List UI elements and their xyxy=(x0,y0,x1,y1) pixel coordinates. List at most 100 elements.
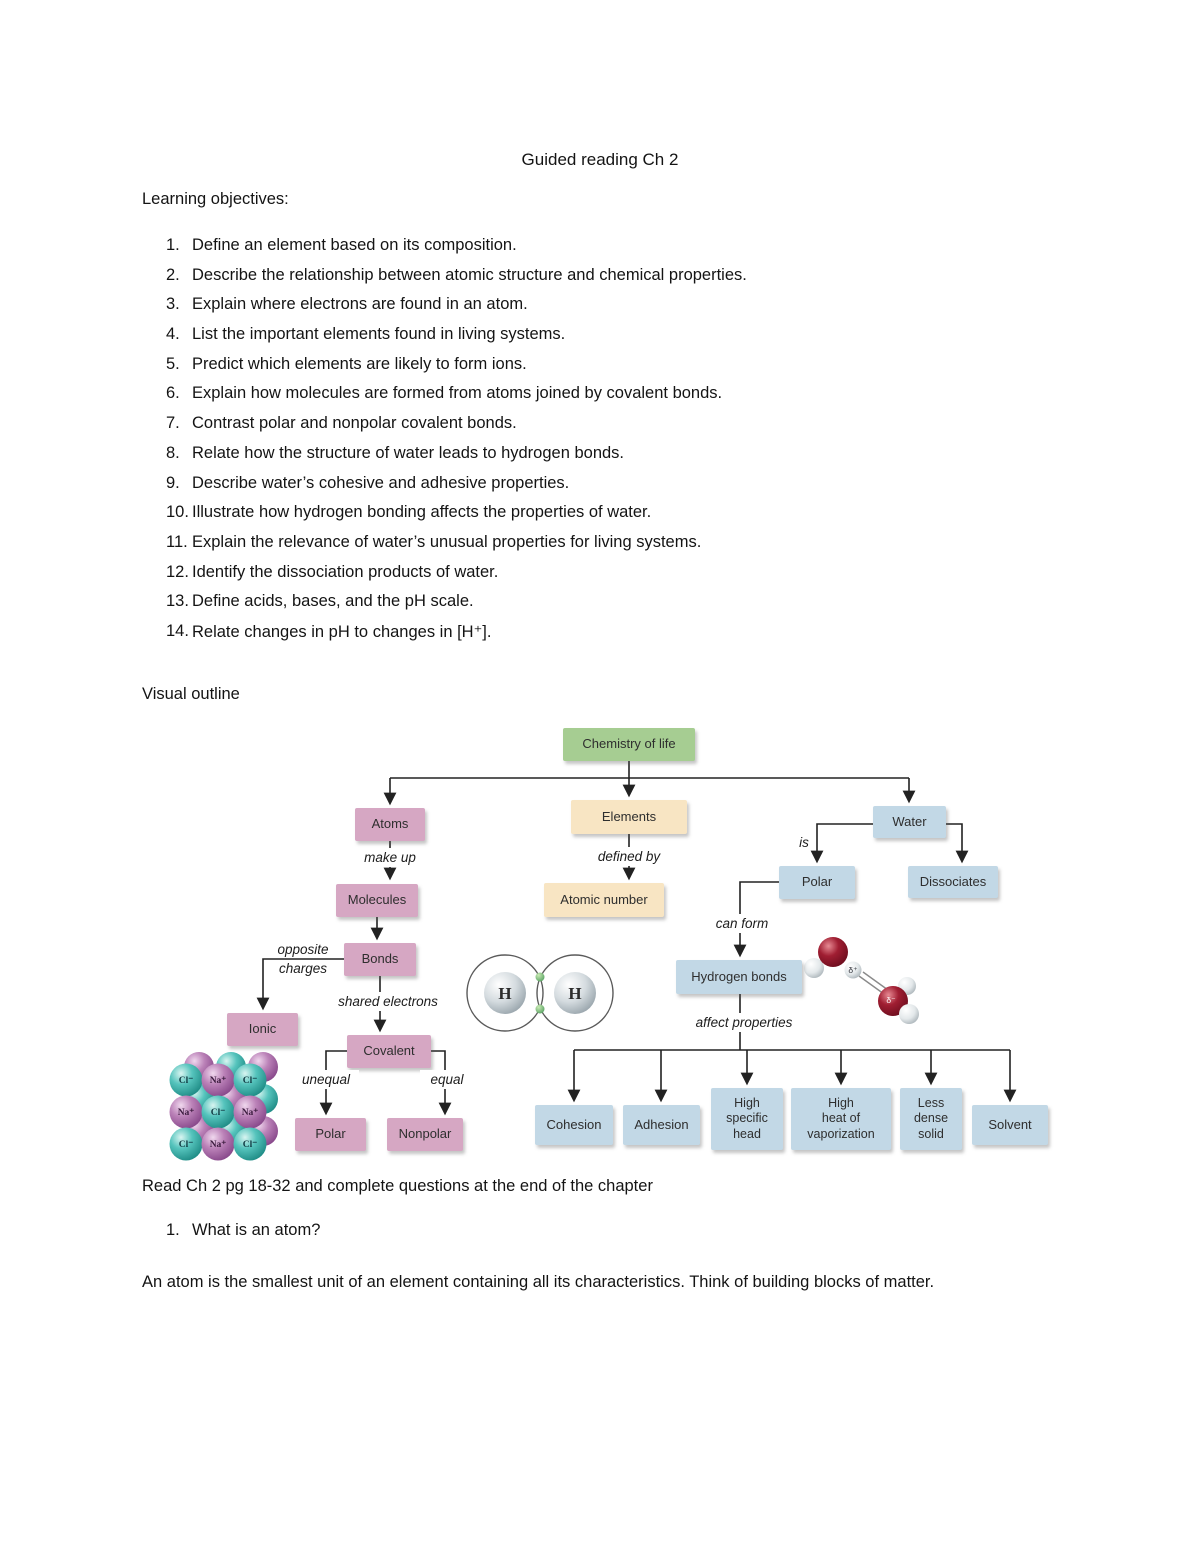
node-polar-water: Polar xyxy=(779,866,855,899)
objective-item: 4. List the important elements found in l… xyxy=(166,325,747,355)
ion-label: Na⁺ xyxy=(210,1076,227,1086)
shared-electron-top xyxy=(535,972,545,982)
objective-text: Contrast polar and nonpolar covalent bon… xyxy=(192,414,517,433)
hydrogen-sphere xyxy=(899,1004,919,1024)
objective-number: 5. xyxy=(166,354,180,373)
node-adhesion: Adhesion xyxy=(623,1105,700,1145)
objective-number: 11. xyxy=(166,532,188,551)
objective-item: 14.Relate changes in pH to changes in [H… xyxy=(166,622,747,652)
delta-plus-label: δ⁺ xyxy=(848,965,858,975)
hydrogen-label: H xyxy=(498,984,511,1003)
objective-text: Define acids, bases, and the pH scale. xyxy=(192,592,474,611)
objective-text: Define an element based on its compositi… xyxy=(192,236,517,254)
node-ionic: Ionic xyxy=(227,1013,298,1046)
node-less-dense-solid: Less dense solid xyxy=(900,1088,962,1150)
ion-label: Cl⁻ xyxy=(211,1108,226,1118)
page-title: Guided reading Ch 2 xyxy=(521,150,679,169)
question-number: 1. xyxy=(166,1221,180,1239)
node-molecules: Molecules xyxy=(336,884,418,917)
crystal-back-layer xyxy=(184,1052,278,1146)
oxygen-sphere xyxy=(818,937,848,967)
node-elements: Elements xyxy=(571,800,687,834)
read-instruction: Read Ch 2 pg 18-32 and complete question… xyxy=(142,1177,653,1195)
objective-item: 11.Explain the relevance of water’s unus… xyxy=(166,533,747,563)
edge-label-opposite-charges: opposite charges xyxy=(277,942,329,976)
edge-label-defined-by: defined by xyxy=(584,847,674,866)
objective-number: 4. xyxy=(166,325,180,344)
objective-item: 8.Relate how the structure of water lead… xyxy=(166,444,747,474)
objective-text: Identify the dissociation products of wa… xyxy=(192,562,499,581)
oxygen-sphere xyxy=(878,986,908,1016)
objective-text: Describe water’s cohesive and adhesive p… xyxy=(192,473,570,492)
objective-number: 9. xyxy=(166,473,180,492)
objective-item: 1. Define an element based on its composi… xyxy=(166,236,747,266)
objective-item: 6. Explain how molecules are formed from … xyxy=(166,384,747,414)
edge-label-shared-electrons: shared electrons xyxy=(328,992,448,1011)
node-nonpolar: Nonpolar xyxy=(387,1118,463,1151)
objective-item: 9. Describe water’s cohesive and adhesive… xyxy=(166,474,747,504)
edge-label-equal: equal xyxy=(420,1070,474,1089)
objective-number: 8. xyxy=(166,443,180,462)
ion-label: Cl⁻ xyxy=(179,1140,194,1150)
objective-item: 10.Illustrate how hydrogen bonding affec… xyxy=(166,503,747,533)
objective-item: 13.Define acids, bases, and the pH scale… xyxy=(166,592,747,622)
objective-text: List the important elements found in liv… xyxy=(192,325,566,344)
crystal-front-layer: Cl⁻ Na⁺ Cl⁻ Na⁺ Cl⁻ Na⁺ Cl⁻ Na⁺ xyxy=(169,1063,267,1161)
ion-label: Cl⁻ xyxy=(243,1076,258,1086)
node-dissociates: Dissociates xyxy=(908,866,998,898)
objective-text: Explain how molecules are formed from at… xyxy=(192,384,723,403)
objective-number: 7. xyxy=(166,414,180,433)
node-atomic-number: Atomic number xyxy=(544,883,664,917)
objective-item: 5. Predict which elements are likely to f… xyxy=(166,355,747,385)
node-covalent: Covalent xyxy=(347,1035,431,1068)
ion-label: Cl⁻ xyxy=(179,1076,194,1086)
edge-label-unequal: unequal xyxy=(293,1070,359,1089)
visual-outline-heading: Visual outline xyxy=(142,685,240,703)
objectives-list: 1. Define an element based on its composi… xyxy=(166,236,747,652)
edge-label-is: is xyxy=(799,835,809,850)
objective-text: Illustrate how hydrogen bonding affects … xyxy=(192,503,652,522)
water-molecules-illustration: δ⁺ δ⁻ xyxy=(804,937,919,1024)
objective-number: 1. xyxy=(166,236,180,254)
learning-objectives-heading: Learning objectives: xyxy=(142,190,289,208)
objective-text: Explain where electrons are found in an … xyxy=(192,295,528,314)
question-text: What is an atom? xyxy=(192,1221,321,1239)
edge-label-can-form: can form xyxy=(702,914,782,933)
objective-number: 13. xyxy=(166,592,189,611)
objective-text: Explain the relevance of water’s unusual… xyxy=(192,532,702,551)
connector-wires xyxy=(256,761,1017,1116)
objective-text: Predict which elements are likely to for… xyxy=(192,354,527,373)
hydrogen-sphere xyxy=(804,958,824,978)
objective-text: Relate changes in pH to changes in [H⁺]. xyxy=(192,622,492,641)
node-hydrogen-bonds: Hydrogen bonds xyxy=(676,960,802,994)
objective-item: 7. Contrast polar and nonpolar covalent b… xyxy=(166,414,747,444)
objective-item: 3. Explain where electrons are found in a… xyxy=(166,295,747,325)
node-high-heat-of-vaporization: High heat of vaporization xyxy=(791,1088,891,1150)
node-bonds: Bonds xyxy=(344,943,416,976)
objective-number: 2. xyxy=(166,265,180,284)
ion-label: Na⁺ xyxy=(210,1140,227,1150)
objective-number: 3. xyxy=(166,295,180,314)
node-high-specific-heat: High specific head xyxy=(711,1088,783,1150)
objective-text: Describe the relationship between atomic… xyxy=(192,265,747,284)
node-cohesion: Cohesion xyxy=(535,1105,613,1145)
concept-map-artwork: H H δ⁺ δ⁻ xyxy=(169,761,1017,1161)
ion-label: Na⁺ xyxy=(178,1108,195,1118)
answer-paragraph: An atom is the smallest unit of an eleme… xyxy=(142,1273,935,1291)
objective-number: 6. xyxy=(166,384,180,403)
hydrogen-atom-right xyxy=(554,972,596,1014)
node-atoms: Atoms xyxy=(355,808,425,841)
edge-label-make-up: make up xyxy=(350,848,430,867)
node-water: Water xyxy=(873,806,946,838)
covalent-bond-illustration: H H xyxy=(466,954,614,1032)
ionic-crystal-illustration: Cl⁻ Na⁺ Cl⁻ Na⁺ Cl⁻ Na⁺ Cl⁻ Na⁺ xyxy=(169,1052,278,1161)
objective-number: 12. xyxy=(166,562,189,581)
node-polar-covalent: Polar xyxy=(295,1118,366,1151)
node-chemistry-of-life: Chemistry of life xyxy=(563,728,695,761)
delta-minus-label: δ⁻ xyxy=(886,995,896,1005)
shared-electron-bottom xyxy=(535,1004,545,1014)
hydrogen-label: H xyxy=(568,984,581,1003)
ion-label: Cl⁻ xyxy=(243,1140,258,1150)
node-solvent: Solvent xyxy=(972,1105,1048,1145)
